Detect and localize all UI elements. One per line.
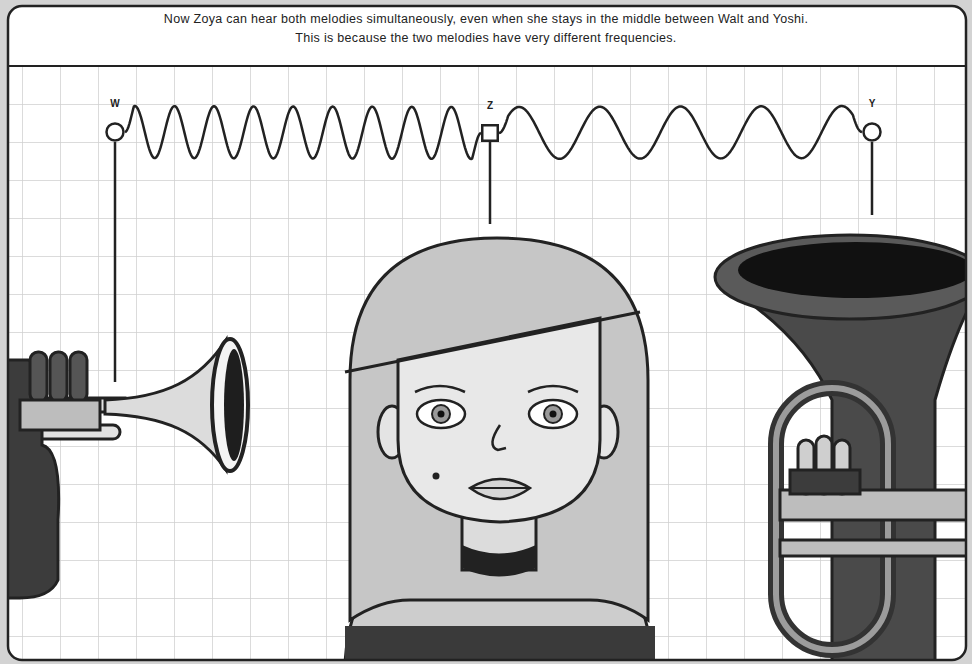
- trumpet-rim: [212, 339, 248, 471]
- node-letter: Z: [461, 100, 519, 111]
- iris: [544, 405, 562, 423]
- shirt-stripe: [345, 626, 655, 659]
- caption-text: Now Zoya can hear both melodies simultan…: [160, 10, 812, 48]
- stem-line: [114, 142, 117, 382]
- tuba-opening: [738, 242, 965, 298]
- header-rule: [8, 65, 966, 67]
- pupil: [438, 411, 445, 418]
- source-circle: Y: [862, 122, 882, 142]
- trumpet-opening: [224, 349, 244, 461]
- stem-line: [871, 142, 874, 215]
- finger: [30, 352, 47, 402]
- sound-wave: [499, 106, 862, 159]
- face: [398, 318, 600, 522]
- trumpet-bell: [105, 340, 226, 470]
- finger: [70, 352, 87, 402]
- tuba-hand: [790, 470, 860, 494]
- tuba-bell: [715, 235, 965, 319]
- collar: [462, 545, 536, 577]
- sound-wave: [125, 106, 481, 159]
- node-outline: [862, 122, 882, 142]
- eyebrow: [528, 386, 578, 392]
- node-circle: [864, 124, 881, 141]
- eyebrow: [415, 386, 465, 392]
- stem-line: [489, 142, 492, 224]
- listener-square: Z: [481, 124, 499, 142]
- nose: [492, 425, 506, 450]
- node-square: [482, 125, 498, 141]
- eye: [417, 400, 465, 428]
- bangs-edge: [345, 312, 640, 372]
- node-letter: Y: [842, 98, 902, 109]
- tuba-pipe: [780, 540, 965, 556]
- art-group: [9, 66, 965, 659]
- mouth: [470, 479, 530, 499]
- node-outline: [105, 122, 125, 142]
- eye: [529, 400, 577, 428]
- node-letter: W: [85, 98, 145, 109]
- panel-border: [8, 6, 966, 660]
- tuba-body: [722, 285, 965, 659]
- trumpet-valves: [20, 400, 100, 430]
- finger: [50, 352, 67, 402]
- lips-line: [472, 487, 528, 489]
- node-circle: [107, 124, 124, 141]
- mole: [433, 473, 440, 480]
- source-circle: W: [105, 122, 125, 142]
- hair: [350, 238, 648, 620]
- iris: [432, 405, 450, 423]
- node-outline: [481, 124, 499, 142]
- pupil: [550, 411, 557, 418]
